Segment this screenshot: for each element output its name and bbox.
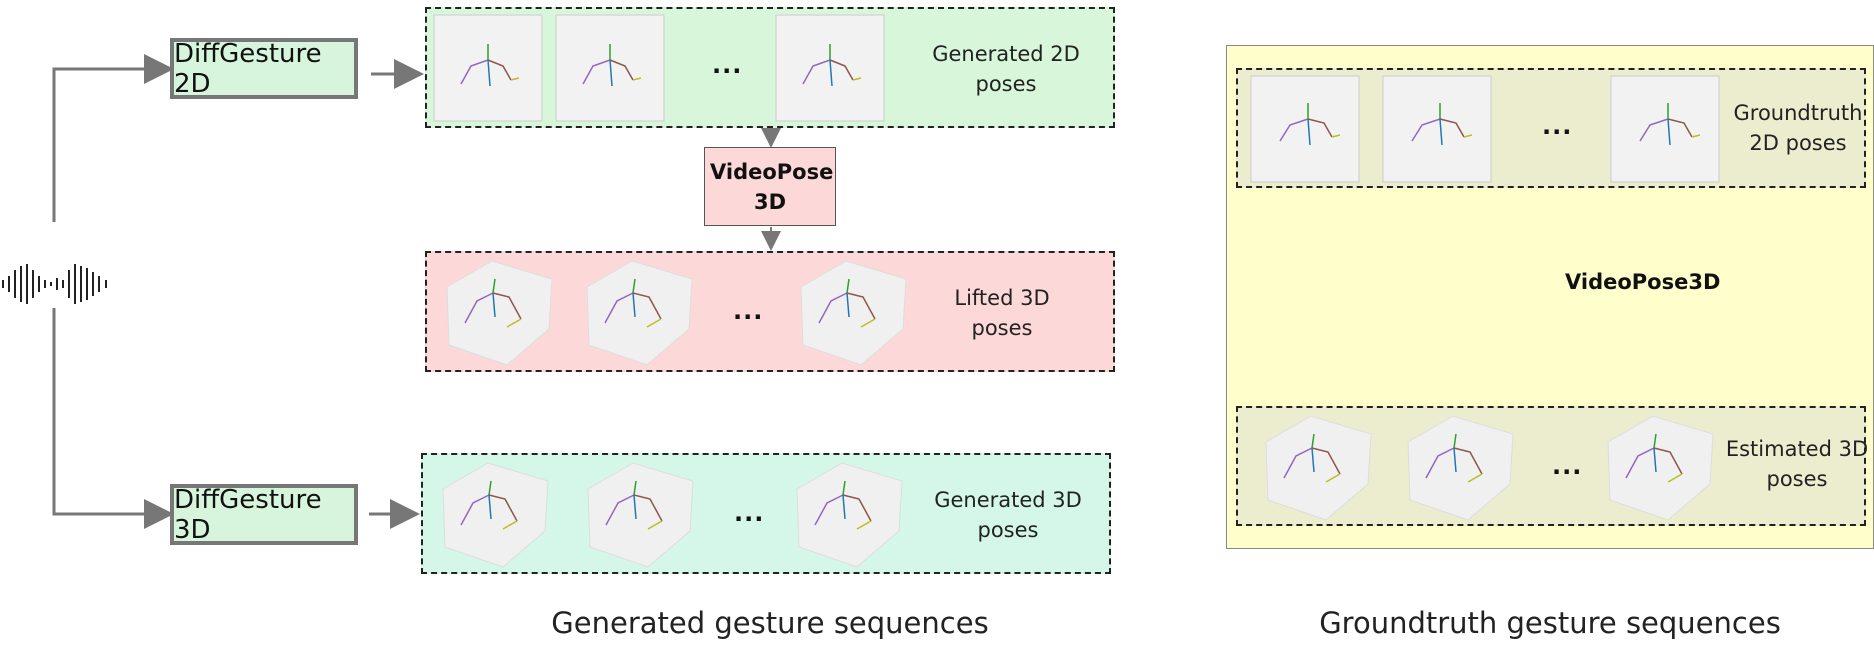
arrow-audio-to-2d [52, 54, 174, 222]
generated-2d-panel: ... Generated 2D poses [425, 7, 1115, 128]
ellipsis: ... [712, 51, 743, 79]
diffgesture-2d-label: DiffGesture 2D [174, 38, 322, 99]
estimated-3d-label: Estimated 3D poses [1724, 434, 1870, 494]
label-line: poses [975, 72, 1037, 96]
label-line: poses [971, 316, 1033, 340]
estimated-3d-panel: ... Estimated 3D poses [1236, 406, 1868, 526]
ellipsis: ... [734, 499, 765, 527]
pose-2d-thumb [1382, 75, 1492, 183]
pose-2d-thumb [775, 14, 885, 122]
label-line: poses [1766, 467, 1828, 491]
pose-3d-thumb [796, 462, 903, 568]
lifted-3d-label: Lifted 3D poses [927, 283, 1077, 343]
generated-3d-panel: ... Generated 3D poses [421, 453, 1111, 574]
generated-caption: Generated gesture sequences [551, 606, 989, 640]
label-line: Lifted 3D [954, 286, 1050, 310]
videopose-generated-label: VideoPose 3D [710, 159, 834, 214]
diffgesture-3d-label: DiffGesture 3D [174, 484, 322, 545]
pose-2d-thumb [1610, 75, 1720, 183]
generated-3d-label: Generated 3D poses [923, 485, 1093, 545]
videopose-groundtruth-label: VideoPose3D [1565, 270, 1721, 294]
pose-2d-thumb [433, 14, 543, 122]
ellipsis: ... [1542, 112, 1573, 140]
pose-3d-thumb [587, 462, 694, 568]
generated-2d-label: Generated 2D poses [911, 39, 1101, 99]
pose-3d-thumb [1407, 415, 1514, 521]
label-line: Estimated 3D [1725, 437, 1869, 461]
pose-3d-thumb [442, 462, 549, 568]
arrow-audio-to-3d [52, 308, 174, 529]
lifted-3d-panel: ... Lifted 3D poses [425, 251, 1115, 372]
label-line: 2D poses [1749, 131, 1847, 155]
pose-3d-thumb [800, 260, 907, 366]
pose-3d-thumb [586, 260, 693, 366]
groundtruth-2d-panel: ... Groundtruth 2D poses [1236, 68, 1866, 188]
ellipsis: ... [733, 297, 764, 325]
diffgesture-2d-box: DiffGesture 2D [170, 38, 358, 99]
ellipsis: ... [1552, 452, 1583, 480]
audio-waveform-icon [2, 264, 107, 304]
label-line: poses [977, 518, 1039, 542]
groundtruth-2d-label: Groundtruth 2D poses [1728, 98, 1868, 158]
pose-2d-thumb [555, 14, 665, 122]
label-line: Generated 2D [932, 42, 1080, 66]
label-line: Groundtruth [1733, 101, 1863, 125]
groundtruth-caption: Groundtruth gesture sequences [1319, 606, 1781, 640]
pose-3d-thumb [1607, 415, 1714, 521]
pose-3d-thumb [446, 260, 553, 366]
diffgesture-3d-box: DiffGesture 3D [170, 484, 358, 545]
pose-2d-thumb [1250, 75, 1360, 183]
label-line: Generated 3D [934, 488, 1082, 512]
videopose-generated-box: VideoPose 3D [704, 147, 836, 226]
pose-3d-thumb [1265, 415, 1372, 521]
